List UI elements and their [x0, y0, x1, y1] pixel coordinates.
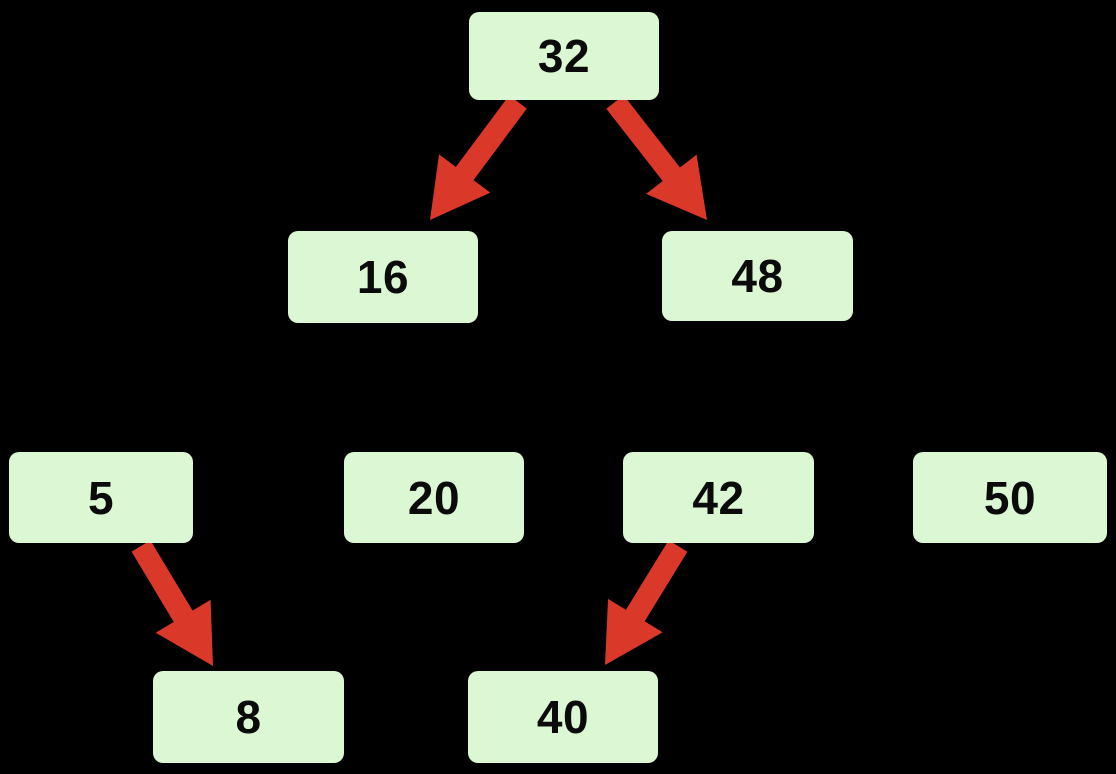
tree-node-40: 40	[468, 671, 658, 763]
tree-node-label: 16	[356, 251, 410, 303]
tree-node-32: 32	[469, 12, 659, 100]
tree-node-label: 5	[87, 471, 115, 524]
tree-node-5: 5	[9, 452, 193, 543]
tree-node-48: 48	[662, 231, 853, 321]
tree-node-label: 50	[983, 471, 1037, 524]
tree-node-8: 8	[153, 671, 344, 763]
tree-node-42: 42	[623, 452, 814, 543]
arrow-42-to-40	[605, 540, 688, 665]
tree-node-label: 8	[235, 691, 262, 743]
tree-node-label: 42	[692, 471, 745, 524]
tree-node-50: 50	[913, 452, 1107, 543]
tree-node-label: 48	[731, 250, 784, 302]
tree-node-20: 20	[344, 452, 524, 543]
tree-node-label: 40	[536, 691, 590, 743]
tree-node-label: 32	[537, 30, 591, 82]
arrow-5-to-8	[131, 540, 213, 666]
tree-node-label: 20	[407, 471, 461, 524]
arrow-32-to-48	[606, 95, 707, 220]
tree-node-16: 16	[288, 231, 478, 323]
arrow-32-to-16	[430, 95, 527, 220]
